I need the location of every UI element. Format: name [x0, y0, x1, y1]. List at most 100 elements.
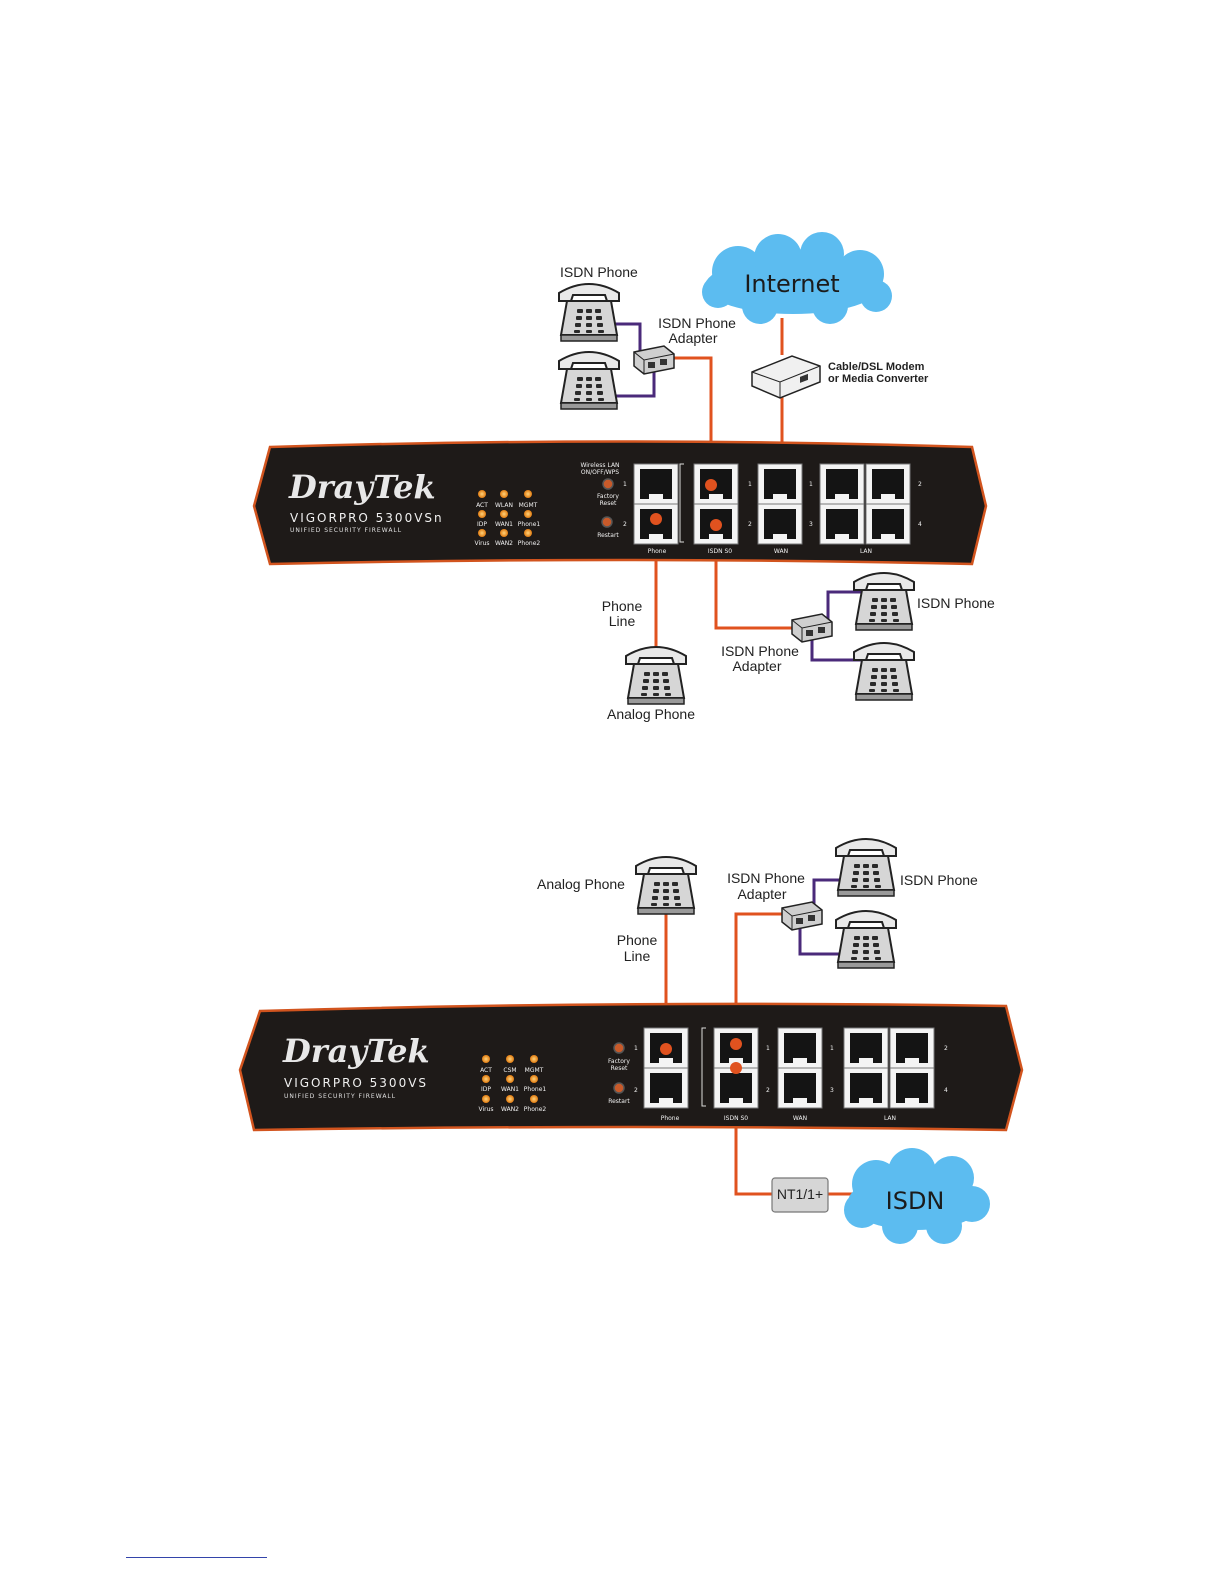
factory-reset-label-2: Reset: [600, 500, 617, 507]
phone-ports-label: Phone: [648, 548, 667, 555]
lan-port-4[interactable]: [865, 503, 911, 545]
isdn-phone-icon: [853, 642, 915, 701]
wan-ports-label: WAN: [793, 1115, 807, 1122]
cable-isdn-phone-1: [812, 878, 842, 912]
wan-port-1[interactable]: [757, 463, 803, 505]
led-label: Phone2: [518, 540, 541, 547]
phone-port-1[interactable]: [633, 463, 679, 505]
port-number: 2: [944, 1045, 948, 1052]
phone-port-2[interactable]: [643, 1067, 689, 1109]
analog-phone-icon: [635, 856, 697, 915]
lan-port-1[interactable]: [819, 463, 865, 505]
router-subtitle: UNIFIED SECURITY FIREWALL: [290, 527, 402, 534]
led-label: Virus: [474, 540, 489, 547]
router-vigorpro-5300vsn: DrayTek VIGORPRO 5300VSn UNIFIED SECURIT…: [252, 440, 988, 566]
isdn-phone-label-top: ISDN Phone: [560, 264, 638, 280]
wan-port-2[interactable]: [777, 1067, 823, 1109]
wireless-button[interactable]: [602, 478, 614, 490]
led-indicator: [478, 490, 486, 498]
led-label: WAN1: [501, 1086, 519, 1093]
led-indicator: [506, 1075, 514, 1083]
analog-phone-icon: [625, 646, 687, 705]
adapter-label-bottom-line2: Adapter: [732, 658, 781, 674]
led-label: Virus: [478, 1106, 493, 1113]
led-indicator: [530, 1075, 538, 1083]
restart-label: Restart: [608, 1098, 630, 1105]
lan-ports-label: LAN: [860, 548, 872, 555]
isdn-phone-icon: [835, 838, 897, 897]
wan-port-2[interactable]: [757, 503, 803, 545]
lan-port-4[interactable]: [889, 1067, 935, 1109]
phone-ports-label: Phone: [661, 1115, 680, 1122]
port-number: 1: [623, 481, 627, 488]
lan-port-3[interactable]: [819, 503, 865, 545]
isdn-adapter-icon: [791, 613, 833, 643]
factory-reset-label-1: Factory: [597, 493, 619, 500]
router-model: VIGORPRO 5300VS: [284, 1076, 428, 1090]
led-indicator: [524, 490, 532, 498]
draytek-logo: DrayTek: [282, 1032, 430, 1070]
port-number: 1: [634, 1045, 638, 1052]
wan-ports-label: WAN: [774, 548, 788, 555]
lan-port-3[interactable]: [843, 1067, 889, 1109]
port-number: 2: [623, 521, 627, 528]
connection-dot: [660, 1043, 672, 1055]
isdn-adapter-icon: [633, 345, 675, 375]
led-indicator: [482, 1095, 490, 1103]
wan-port-1[interactable]: [777, 1027, 823, 1069]
isdn-adapter-icon: [781, 901, 823, 931]
led-label: WAN2: [495, 540, 513, 547]
lan-port-1[interactable]: [843, 1027, 889, 1069]
adapter-label-top-line1: ISDN Phone: [658, 315, 736, 331]
analog-phone-label: Analog Phone: [537, 876, 625, 892]
internet-label: Internet: [744, 270, 839, 298]
led-label: Phone2: [524, 1106, 547, 1113]
led-label: Phone1: [518, 521, 541, 528]
led-panel: ACT CSM MGMT IDP WAN1 Phone1 Virus WAN2 …: [478, 1055, 546, 1113]
diagram-2: Analog Phone Phone Line ISDN Phone Adapt…: [238, 838, 1024, 1244]
adapter-label-line2: Adapter: [737, 886, 786, 902]
isdn-phone-label-right: ISDN Phone: [917, 595, 995, 611]
factory-reset-label-1: Factory: [608, 1058, 630, 1065]
footnote-rule: [126, 1557, 267, 1558]
wireless-button-label-2: ON/OFF/WPS: [581, 469, 619, 476]
port-number: 1: [830, 1045, 834, 1052]
nt1-box: NT1/1+: [771, 1177, 829, 1213]
cable-isdn-phone-3: [826, 590, 862, 624]
isdn-ports-label: ISDN S0: [724, 1115, 748, 1122]
lan-port-2[interactable]: [865, 463, 911, 505]
internet-cloud-icon: Internet: [702, 232, 892, 324]
isdn-phone-icon: [558, 283, 620, 342]
connection-dot: [730, 1062, 742, 1074]
phone-line-label-2: Line: [609, 613, 636, 629]
led-label: WAN1: [495, 521, 513, 528]
connection-dot: [730, 1038, 742, 1050]
cable-isdn-phone-1: [612, 322, 642, 356]
led-label: WAN2: [501, 1106, 519, 1113]
nt1-label: NT1/1+: [777, 1186, 823, 1202]
led-indicator: [530, 1095, 538, 1103]
port-number: 1: [766, 1045, 770, 1052]
led-label: Phone1: [524, 1086, 547, 1093]
led-indicator: [524, 529, 532, 537]
port-number: 2: [766, 1087, 770, 1094]
factory-reset-button[interactable]: [613, 1042, 625, 1054]
isdn-phone-icon: [853, 572, 915, 631]
led-label: IDP: [477, 521, 487, 528]
router-subtitle: UNIFIED SECURITY FIREWALL: [284, 1093, 396, 1100]
modem-label-line1: Cable/DSL Modem: [828, 361, 925, 373]
isdn-phone-icon: [558, 351, 620, 410]
port-number: 3: [809, 521, 813, 528]
lan-port-2[interactable]: [889, 1027, 935, 1069]
draytek-logo: DrayTek: [288, 468, 436, 506]
modem-icon: [751, 355, 821, 399]
cable-isdn-phone-2: [798, 922, 842, 956]
led-label: CSM: [503, 1067, 516, 1074]
led-label: MGMT: [519, 502, 538, 509]
restart-label: Restart: [597, 532, 619, 539]
restart-button[interactable]: [613, 1082, 625, 1094]
restart-button[interactable]: [601, 516, 613, 528]
isdn-cloud-label: ISDN: [886, 1187, 945, 1215]
led-indicator: [500, 529, 508, 537]
adapter-label-bottom-line1: ISDN Phone: [721, 643, 799, 659]
